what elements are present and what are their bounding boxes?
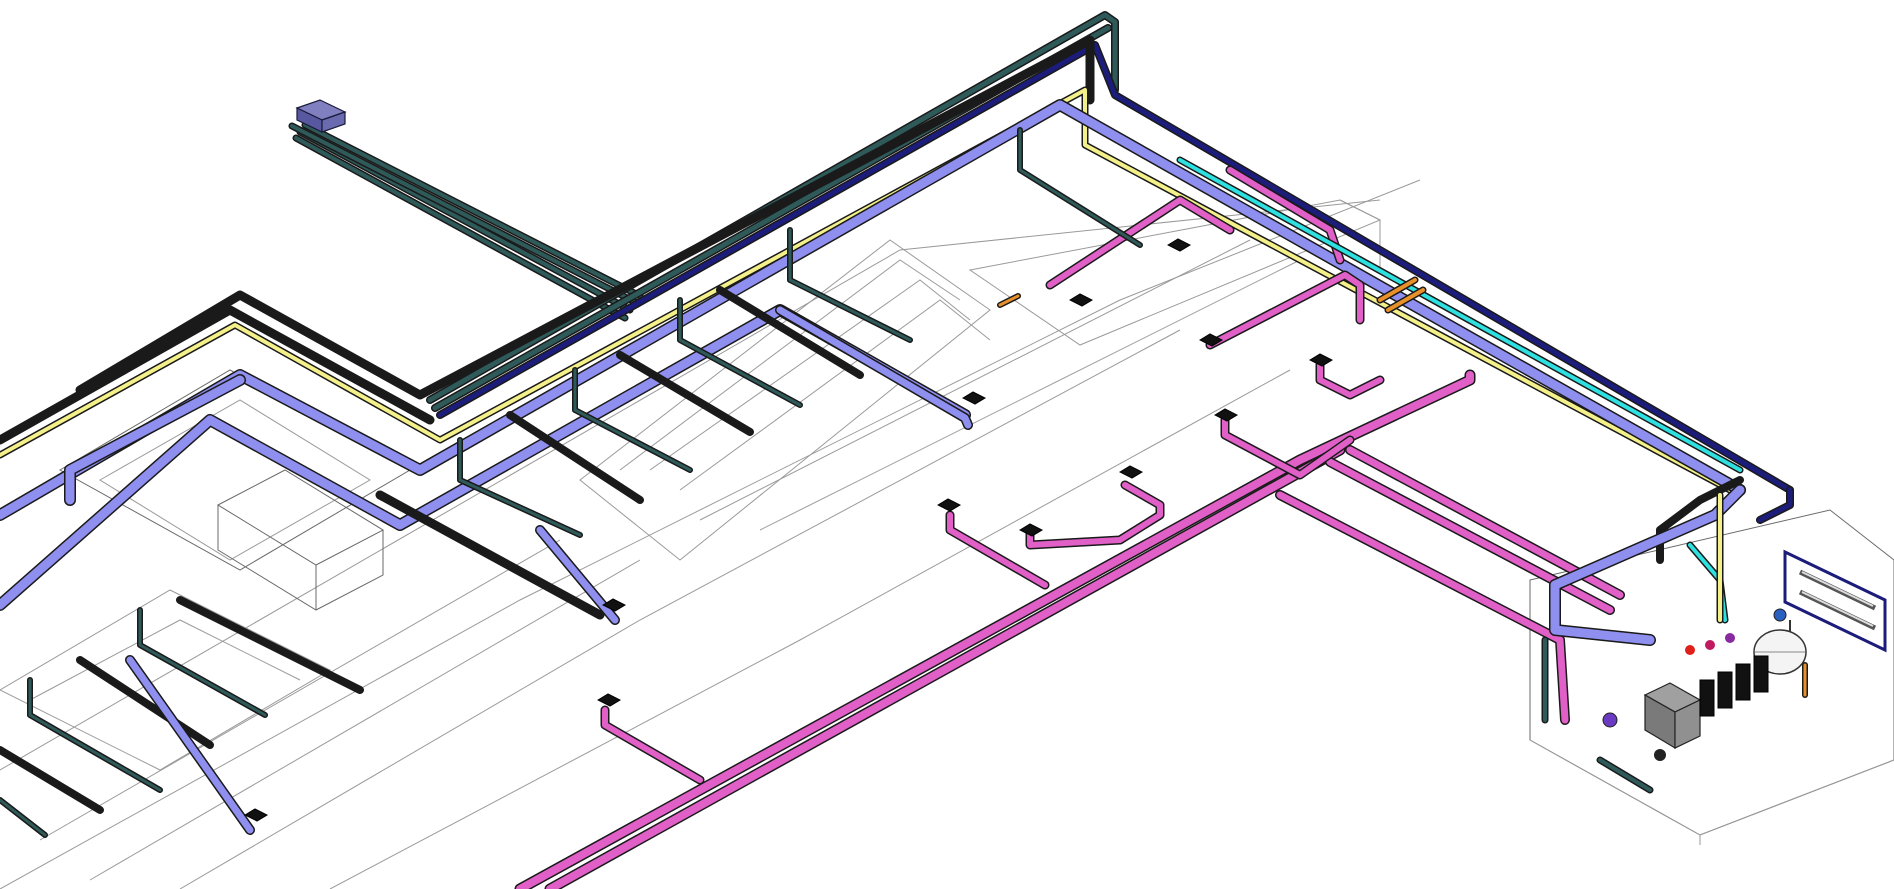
magenta-diffuser-2[interactable] <box>1025 480 1165 550</box>
navy-drop[interactable] <box>1756 486 1794 524</box>
ceiling-diffuser-icon[interactable] <box>1213 408 1239 422</box>
teal-branch-2[interactable] <box>677 297 803 408</box>
room-left <box>58 369 412 571</box>
teal-branch-4[interactable] <box>457 437 583 538</box>
plant-room-slab <box>1529 509 1894 836</box>
ceiling-diffuser-icon[interactable] <box>936 498 962 512</box>
equipment <box>295 99 1887 761</box>
teal-upper-branch[interactable] <box>1017 127 1143 248</box>
room-lower-left <box>0 589 332 771</box>
room-left-inner <box>99 399 371 561</box>
floor-edge-south2 <box>329 369 1291 889</box>
ceiling-diffuser-icon[interactable] <box>1068 293 1094 307</box>
blue-to-diffuser-1[interactable] <box>775 305 973 430</box>
ceiling-diffuser-icon[interactable] <box>1308 353 1334 367</box>
magenta-upper[interactable] <box>1045 195 1235 290</box>
ceiling-diffuser-icon[interactable] <box>1118 465 1144 479</box>
magenta-diffuser-4[interactable] <box>1220 415 1355 480</box>
magenta-diffuser-1[interactable] <box>945 510 1050 590</box>
red-drop-1[interactable] <box>375 490 605 620</box>
magenta-diffuser-3[interactable] <box>600 705 705 785</box>
teal-branch-6[interactable] <box>27 677 163 793</box>
red-branch-4[interactable] <box>176 596 364 694</box>
floor-line-2 <box>89 559 641 881</box>
ceiling-diffuser-icon[interactable] <box>961 391 987 405</box>
supply-red-left[interactable] <box>0 305 435 445</box>
red-branch-1[interactable] <box>716 286 864 379</box>
orange-pipe-stub-core <box>998 294 1020 307</box>
step-1 <box>619 259 961 471</box>
blue-right-drop[interactable] <box>1549 484 1746 646</box>
diffuser-layer <box>243 238 1334 822</box>
ceiling-diffuser-icon[interactable] <box>243 808 269 822</box>
navy-main[interactable] <box>436 41 1794 494</box>
floor-line-4 <box>759 259 1301 531</box>
plant-slab-edge <box>1529 739 1894 836</box>
red-branch-6[interactable] <box>0 746 104 814</box>
floor-edge-south <box>179 329 1181 889</box>
box-left-sides <box>217 505 384 611</box>
floor-line-3 <box>699 239 1251 521</box>
magenta-main-2[interactable] <box>544 444 1346 889</box>
pipe-network <box>0 11 1808 889</box>
teal-bundle-3[interactable] <box>288 122 639 306</box>
return-blue-left-drop[interactable] <box>64 374 246 506</box>
teal-branch-1[interactable] <box>787 227 913 343</box>
teal-branch-5[interactable] <box>137 607 268 718</box>
cyan-main[interactable] <box>1176 156 1744 474</box>
teal-bundle-4[interactable] <box>301 121 644 300</box>
air-handling-unit-icon[interactable] <box>295 99 347 133</box>
ceiling-diffuser-icon[interactable] <box>1198 333 1224 347</box>
orange-stub-2[interactable] <box>1384 286 1427 314</box>
magenta-diffuser-6[interactable] <box>1205 270 1365 350</box>
red-branch-3[interactable] <box>506 411 644 504</box>
ceiling-diffuser-icon[interactable] <box>601 598 627 612</box>
magenta-main-1[interactable] <box>514 369 1476 889</box>
teal-branch-7[interactable] <box>0 797 48 838</box>
ceiling-diffuser-icon[interactable] <box>596 693 622 707</box>
floor-line-1 <box>39 539 561 841</box>
orange-stub-1[interactable] <box>1376 276 1419 304</box>
box-left <box>216 469 385 566</box>
ceiling-diffuser-icon[interactable] <box>1018 523 1044 537</box>
magenta-diffuser-5[interactable] <box>1315 360 1385 400</box>
supply-red-main[interactable] <box>75 35 1095 400</box>
magenta-drop-a[interactable] <box>1275 490 1570 725</box>
blue-to-diffuser-3[interactable] <box>125 655 255 835</box>
teal-branch-3[interactable] <box>572 367 693 473</box>
teal-bundle-2[interactable] <box>292 134 629 322</box>
building-outline <box>0 179 1894 889</box>
ceiling-diffuser-icon[interactable] <box>1166 238 1192 252</box>
manifold-icon[interactable] <box>1783 549 1887 653</box>
pump-station-icon[interactable] <box>1602 608 1787 761</box>
lower-left-step <box>29 619 301 701</box>
step-2 <box>649 279 971 471</box>
step-3 <box>679 299 991 491</box>
teal-plant-2[interactable] <box>1596 756 1654 794</box>
red-branch-5[interactable] <box>76 656 214 749</box>
red-branch-2[interactable] <box>616 351 754 436</box>
